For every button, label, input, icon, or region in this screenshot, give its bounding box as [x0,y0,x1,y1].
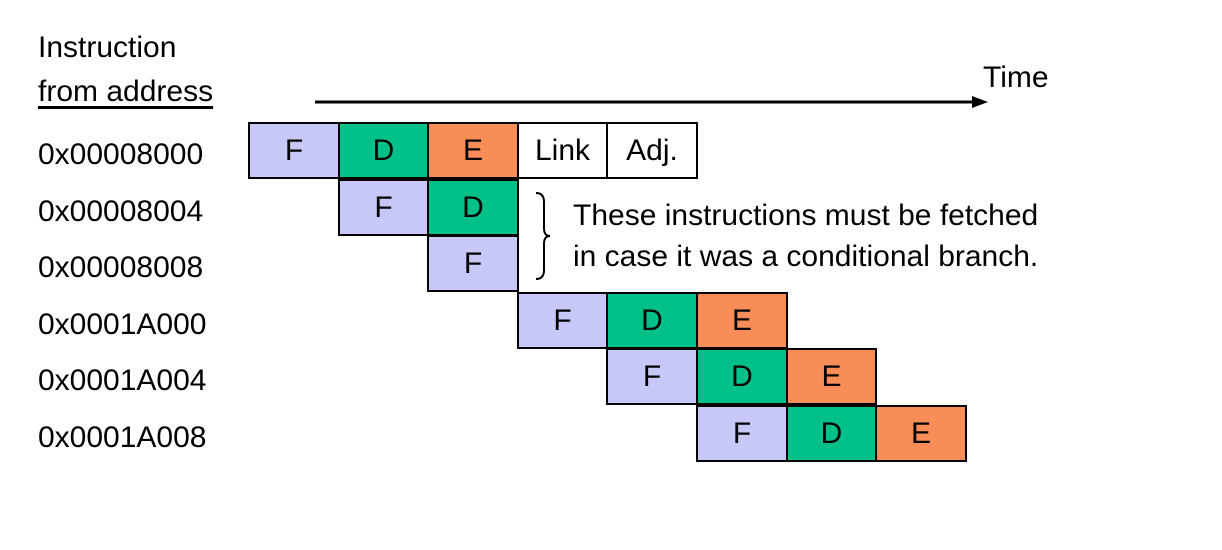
stage-cell-d: D [338,122,429,179]
stage-cell-link: Link [517,122,608,179]
note-line-2: in case it was a conditional branch. [573,240,1039,274]
curly-brace [535,192,551,280]
stage-cell-f: F [606,348,698,405]
stage-cell-e: E [696,292,788,349]
instruction-address: 0x00008000 [38,138,204,171]
stage-cell-f: F [427,235,519,292]
header-from-address: from address [38,75,214,108]
stage-cell-f: F [248,122,340,179]
instruction-address: 0x0001A004 [38,364,207,397]
header-instruction: Instruction [38,31,177,64]
stage-cell-e: E [786,348,877,405]
stage-cell-f: F [696,405,788,462]
time-label: Time [983,61,1049,94]
instruction-address: 0x0001A000 [38,307,207,341]
instruction-address: 0x00008004 [38,194,204,228]
stage-cell-adj: Adj. [606,122,698,179]
stage-cell-e: E [875,405,967,462]
stage-cell-f: F [517,292,608,349]
branch-note: These instructions must be fetched in ca… [573,195,1038,278]
instruction-address: 0x00008008 [38,251,204,284]
stage-cell-f: F [338,179,429,236]
stage-cell-d: D [696,348,788,405]
stage-cell-d: D [606,292,698,349]
stage-cell-d: D [427,179,519,236]
stage-cell-d: D [786,405,877,462]
note-line-1: These instructions must be fetched [573,199,1039,232]
stage-cell-e: E [427,122,519,179]
instruction-address: 0x0001A008 [38,420,207,454]
